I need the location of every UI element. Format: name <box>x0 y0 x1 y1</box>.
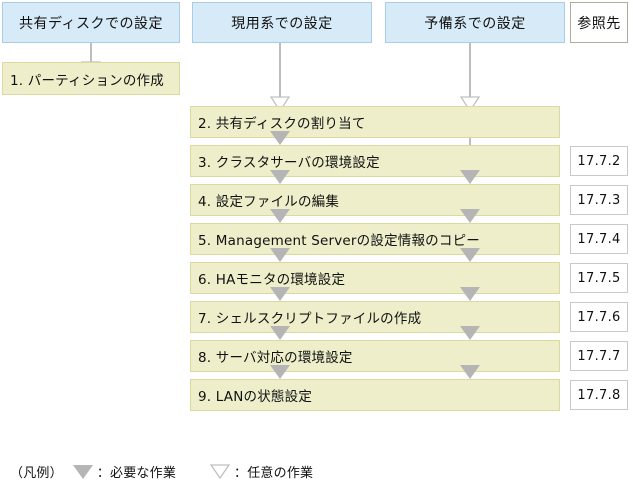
column-header-shared-disk: 共有ディスクでの設定 <box>2 2 180 43</box>
reference-box: 17.7.5 <box>570 263 628 293</box>
step-row: 9. LANの状態設定 <box>190 379 560 411</box>
reference-box: 17.7.6 <box>570 302 628 332</box>
reference-label: 17.7.6 <box>577 309 621 325</box>
reference-box: 17.7.4 <box>570 224 628 254</box>
column-header-shared-disk-label: 共有ディスクでの設定 <box>18 15 164 32</box>
reference-label: 17.7.2 <box>577 153 621 169</box>
step-row: 7. シェルスクリプトファイルの作成 <box>190 301 560 333</box>
step-label: 9. LANの状態設定 <box>198 389 313 405</box>
arrow-filled-active <box>270 131 290 145</box>
arrow-filled-active <box>270 209 290 223</box>
reference-box: 17.7.8 <box>570 380 628 410</box>
step-shared-disk-1-label: 1. パーティションの作成 <box>10 72 164 89</box>
arrow-filled-standby <box>460 287 480 301</box>
column-header-standby-label: 予備系での設定 <box>424 15 526 32</box>
column-header-active: 現用系での設定 <box>192 2 372 43</box>
step-row: 3. クラスタサーバの環境設定 <box>190 145 560 177</box>
arrow-filled-standby <box>460 209 480 223</box>
step-label: 7. シェルスクリプトファイルの作成 <box>198 311 422 327</box>
step-label: 8. サーバ対応の環境設定 <box>198 350 353 366</box>
arrow-filled-active <box>270 365 290 379</box>
arrow-filled-active <box>270 170 290 184</box>
connector-shared-disk <box>90 43 92 63</box>
step-shared-disk-1: 1. パーティションの作成 <box>2 62 180 95</box>
arrow-hollow-standby-step2 <box>460 96 480 112</box>
step-label: 2. 共有ディスクの割り当て <box>198 116 366 132</box>
legend-title: （凡例） <box>10 466 63 481</box>
connector-standby-stem <box>469 43 471 103</box>
step-row: 6. HAモニタの環境設定 <box>190 262 560 294</box>
step-label: 5. Management Serverの設定情報のコピー <box>198 233 480 249</box>
legend-optional-label: ：任意の作業 <box>234 466 314 481</box>
step-label: 4. 設定ファイルの編集 <box>198 194 340 210</box>
column-header-reference-label: 参照先 <box>577 15 621 32</box>
reference-label: 17.7.5 <box>577 270 621 286</box>
step-label: 6. HAモニタの環境設定 <box>198 272 346 288</box>
connector-standby <box>469 138 471 145</box>
arrow-filled-active <box>270 287 290 301</box>
legend-hollow-arrow-icon <box>209 464 231 480</box>
step-row: 5. Management Serverの設定情報のコピー <box>190 223 560 255</box>
step-row: 4. 設定ファイルの編集 <box>190 184 560 216</box>
arrow-filled-standby <box>460 365 480 379</box>
reference-label: 17.7.7 <box>577 348 621 364</box>
reference-box: 17.7.2 <box>570 146 628 176</box>
column-header-standby: 予備系での設定 <box>385 2 565 43</box>
arrow-filled-standby <box>460 248 480 262</box>
reference-box: 17.7.7 <box>570 341 628 371</box>
column-header-reference: 参照先 <box>570 2 628 43</box>
step-row: 8. サーバ対応の環境設定 <box>190 340 560 372</box>
reference-label: 17.7.8 <box>577 387 621 403</box>
arrow-filled-standby <box>460 326 480 340</box>
arrow-filled-standby <box>460 170 480 184</box>
column-header-active-label: 現用系での設定 <box>231 15 333 32</box>
legend: （凡例） ：必要な作業 ：任意の作業 <box>10 462 313 481</box>
legend-required-label: ：必要な作業 <box>96 466 177 481</box>
reference-label: 17.7.3 <box>577 192 621 208</box>
step-row: 2. 共有ディスクの割り当て <box>190 106 560 138</box>
step-label: 3. クラスタサーバの環境設定 <box>198 155 380 171</box>
reference-box: 17.7.3 <box>570 185 628 215</box>
reference-label: 17.7.4 <box>577 231 621 247</box>
legend-filled-arrow-icon <box>72 464 93 479</box>
arrow-filled-active <box>270 248 290 262</box>
arrow-filled-active <box>270 326 290 340</box>
arrow-hollow-active-step2 <box>270 96 290 112</box>
connector-active-stem <box>279 43 281 103</box>
